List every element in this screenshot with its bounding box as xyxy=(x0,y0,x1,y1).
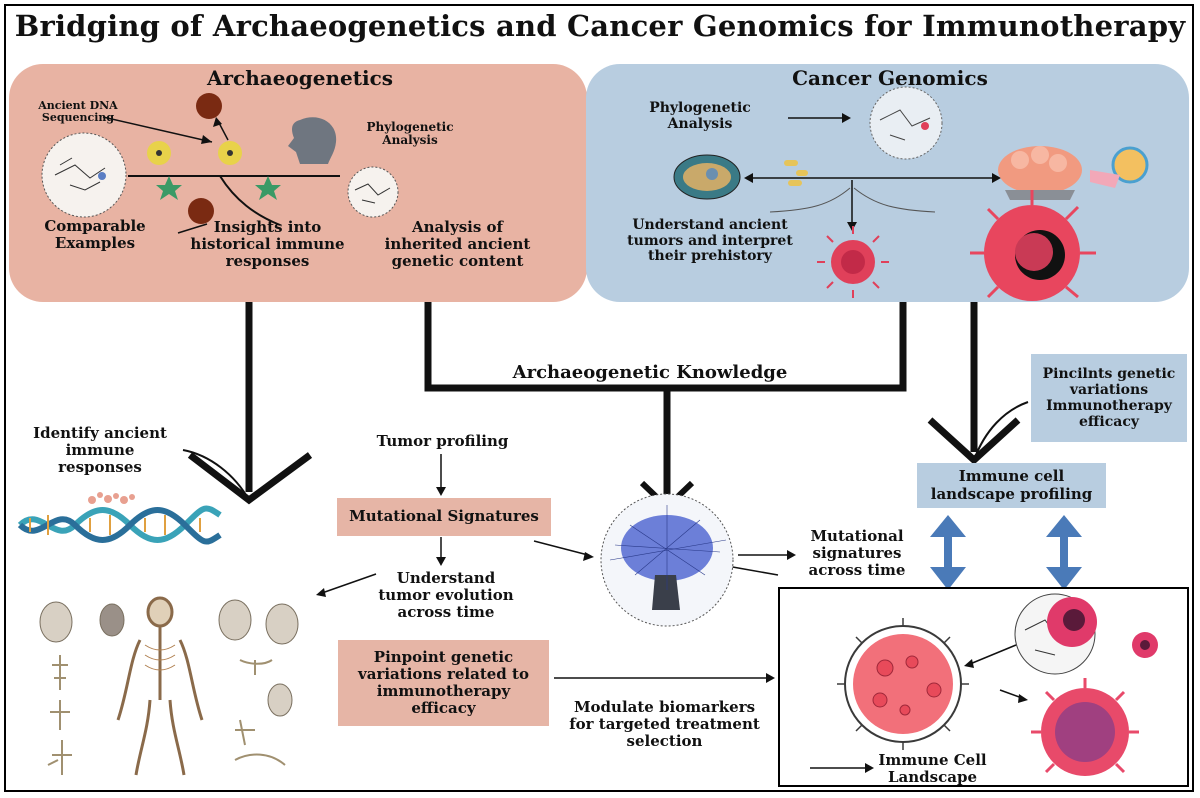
immune-profiling-box: Immune cell landscape profiling xyxy=(917,463,1106,508)
mutational-signatures-box: Mutational Signatures xyxy=(337,498,551,536)
pincilnts-box: Pincilnts genetic variations Immunothera… xyxy=(1031,354,1187,442)
yellow-cell-icon xyxy=(218,141,242,165)
tumor-cell-icon xyxy=(970,190,1096,301)
brown-ball-icon xyxy=(196,93,222,119)
immune-landscape-label: Immune Cell Landscape xyxy=(878,751,987,786)
cancer-genomics-illustration xyxy=(673,86,1149,301)
chromosome-icon xyxy=(784,160,808,186)
pinpoint-genetic-box: Pinpoint genetic variations related to i… xyxy=(338,640,549,726)
skeleton-figure-icon xyxy=(39,596,299,776)
cell-cross-section-icon xyxy=(673,154,741,200)
cancer-genomics-heading: Cancer Genomics xyxy=(792,66,988,90)
tissue-icon xyxy=(998,146,1149,200)
identify-ancient-label: Identify ancient immune responses xyxy=(33,424,167,476)
inherited-content-label: Analysis of inherited ancient genetic co… xyxy=(384,218,531,270)
understand-evolution-label: Understand tumor evolution across time xyxy=(378,569,514,621)
star-icon xyxy=(156,176,182,200)
ancient-dna-label: Ancient DNA Sequencing xyxy=(38,99,118,125)
tumor-profiling-label: Tumor profiling xyxy=(376,432,509,450)
tumor-cell-icon xyxy=(1047,597,1097,647)
tumor-cell-icon xyxy=(817,226,889,298)
double-arrow-icon xyxy=(930,515,966,590)
figure-title: Bridging of Archaeogenetics and Cancer G… xyxy=(14,9,1186,43)
cancer-phylogenetic-label: Phylogenetic Analysis xyxy=(649,100,751,132)
star-icon xyxy=(255,176,281,200)
tumor-cell-icon xyxy=(1031,678,1139,776)
comparable-examples-label: Comparable Examples xyxy=(44,217,146,252)
phylogenetic-tree-icon xyxy=(41,132,127,218)
mutational-across-time-label: Mutational signatures across time xyxy=(808,527,906,579)
brown-ball-icon xyxy=(188,198,214,224)
yellow-cell-icon xyxy=(147,141,171,165)
understand-tumors-label: Understand ancient tumors and interpret … xyxy=(627,217,793,265)
arch-phylogenetic-label: Phylogenetic Analysis xyxy=(366,120,454,148)
figure-frame xyxy=(4,4,1194,792)
phylogenetic-tree-icon xyxy=(347,166,399,218)
double-arrow-icon xyxy=(1046,515,1082,590)
archaeogenetics-illustration xyxy=(41,93,399,234)
immune-cell-icon xyxy=(837,618,969,750)
human-head-icon xyxy=(288,117,337,164)
modulate-biomarkers-label: Modulate biomarkers for targeted treatme… xyxy=(569,698,760,750)
insights-label: Insights into historical immune response… xyxy=(190,218,345,270)
dna-helix-icon xyxy=(17,492,222,545)
archaeogenetics-heading: Archaeogenetics xyxy=(206,66,394,90)
archaeogenetic-knowledge-label: Archaeogenetic Knowledge xyxy=(440,362,860,384)
tumor-cell-icon xyxy=(1132,632,1158,658)
mesh-brain-icon xyxy=(600,493,734,627)
phylogenetic-tree-icon xyxy=(869,86,943,160)
